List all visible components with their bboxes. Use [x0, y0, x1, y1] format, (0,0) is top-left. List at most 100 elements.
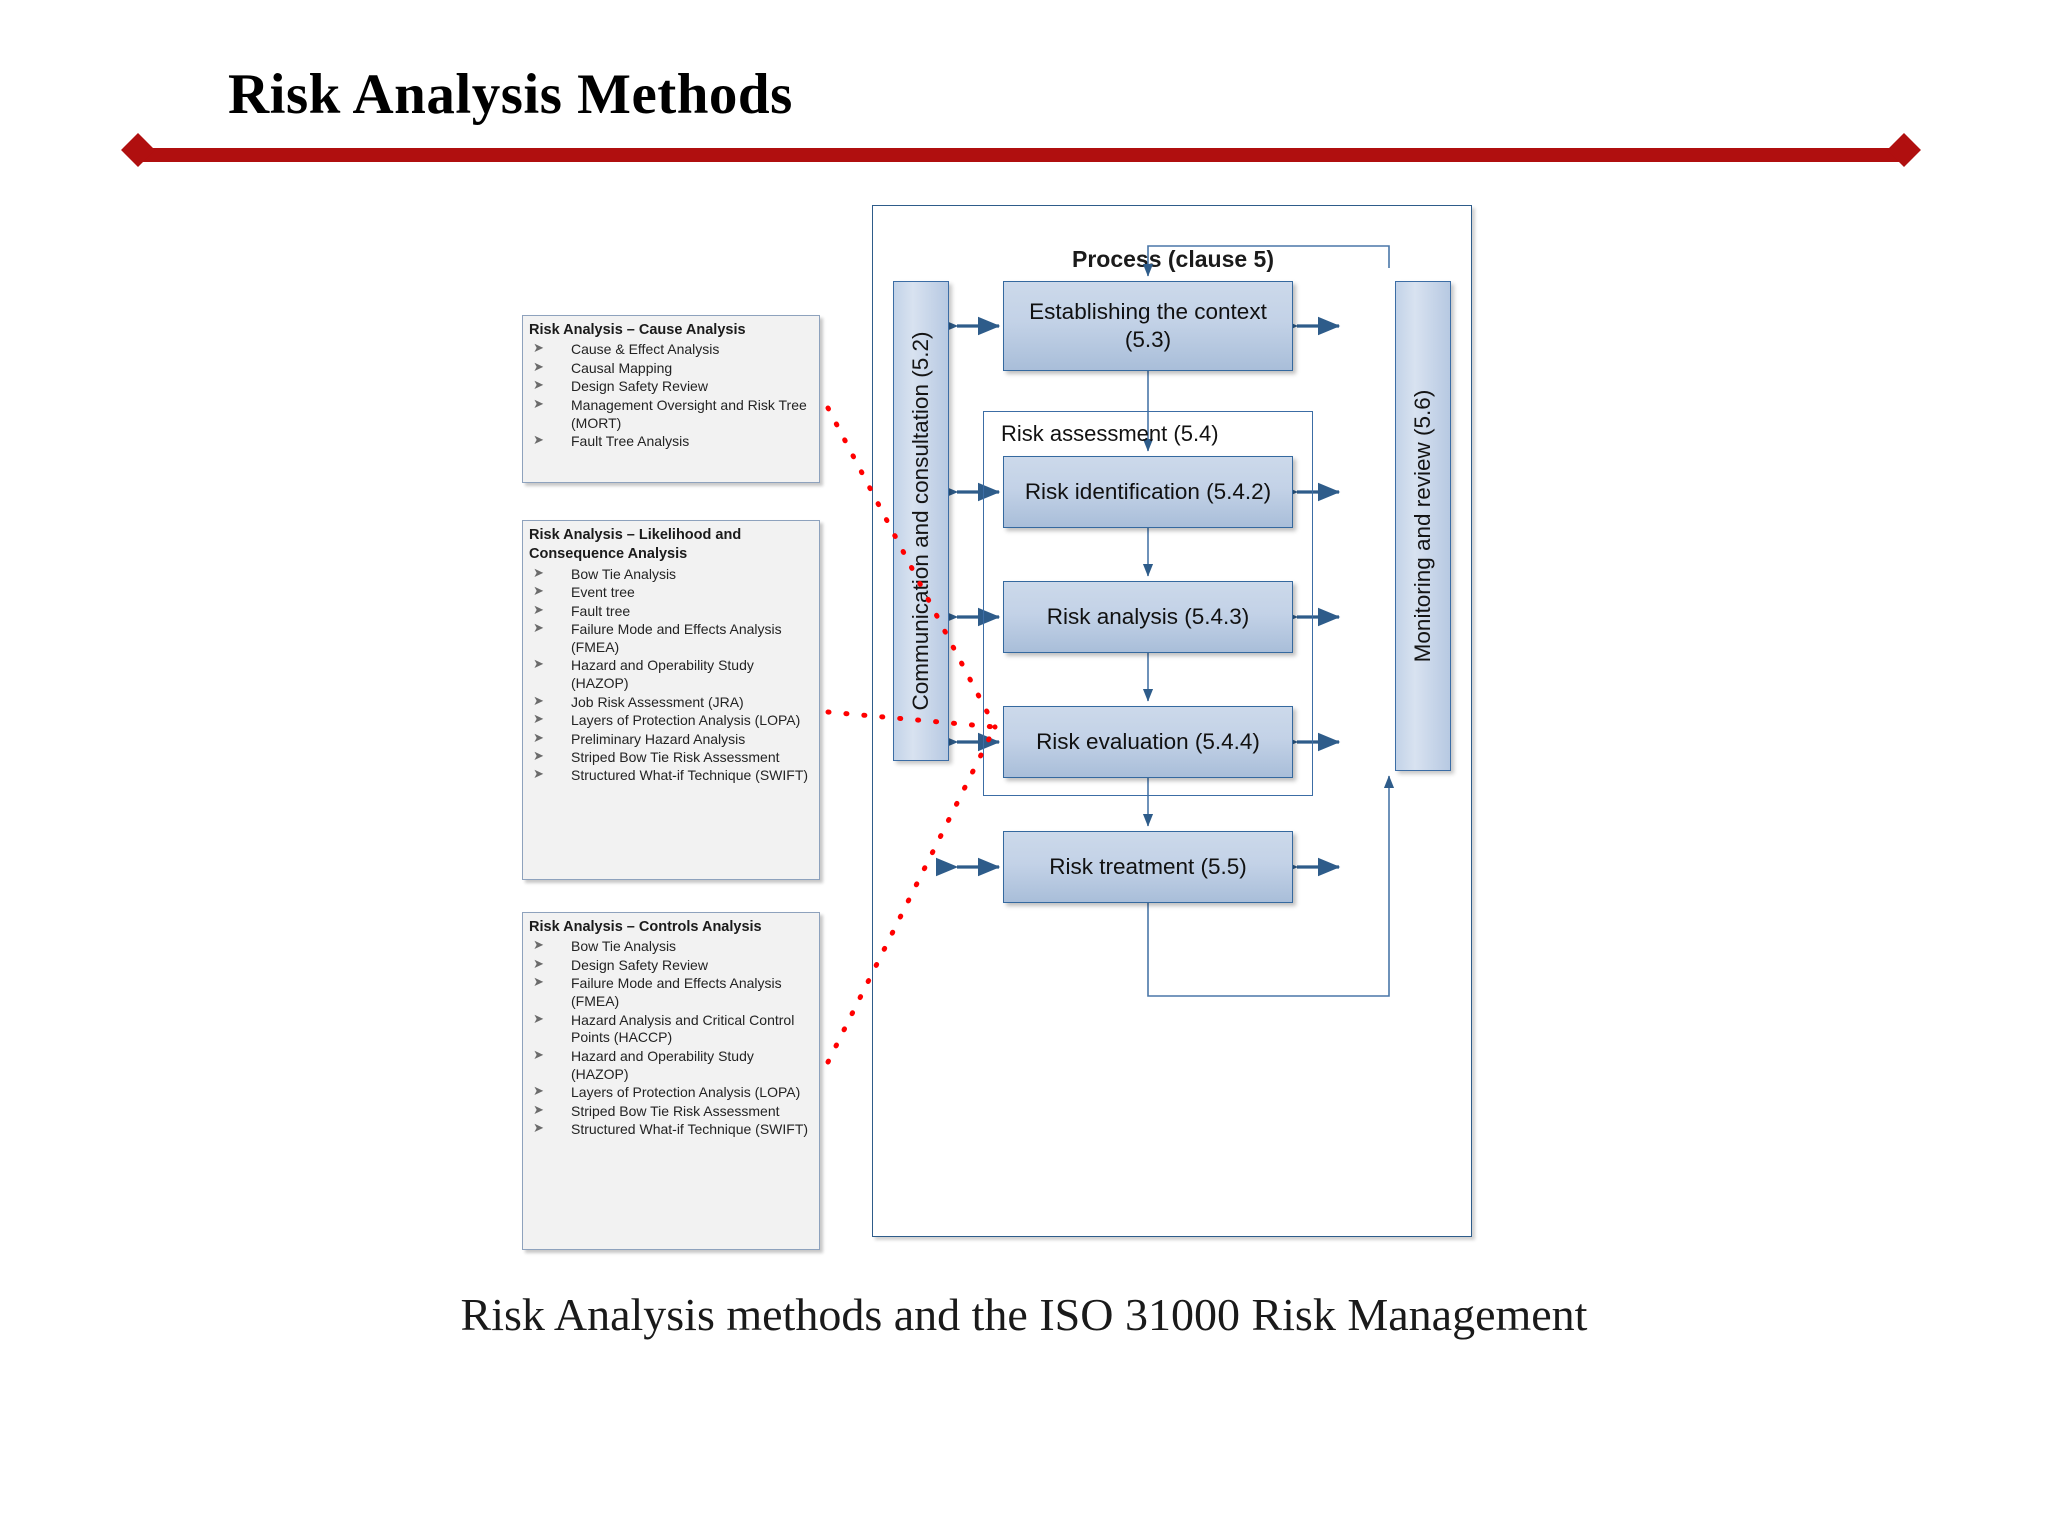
list-item: ➤ Design Safety Review: [529, 377, 811, 396]
list-item: ➤ Hazard and Operability Study (HAZOP): [529, 656, 811, 693]
arrow-bullet-icon: ➤: [533, 937, 544, 953]
step-risk-identification: Risk identification (5.4.2): [1003, 456, 1293, 528]
title-divider-rule: [121, 133, 1921, 167]
list-item: ➤ Layers of Protection Analysis (LOPA): [529, 711, 811, 730]
risk-assessment-group-label: Risk assessment (5.4): [1001, 421, 1219, 446]
callout-list: ➤ Cause & Effect Analysis ➤ Causal Mapping…: [529, 340, 811, 451]
arrow-bullet-icon: ➤: [533, 1046, 544, 1062]
list-item-label: Failure Mode and Effects Analysis (FMEA): [571, 621, 782, 655]
list-item: ➤ Cause & Effect Analysis: [529, 340, 811, 359]
list-item: ➤ Striped Bow Tie Risk Assessment: [529, 747, 811, 767]
figure-caption: Risk Analysis methods and the ISO 31000 …: [460, 1289, 1588, 1340]
monitoring-review-bar: Monitoring and review (5.6): [1395, 281, 1451, 771]
arrow-bullet-icon: ➤: [533, 974, 544, 990]
list-item: ➤ Job Risk Assessment (JRA): [529, 692, 811, 712]
arrow-bullet-icon: ➤: [533, 601, 544, 617]
arrow-bullet-icon: ➤: [533, 766, 544, 782]
page-title: Risk Analysis Methods: [228, 63, 793, 126]
list-item-label: Layers of Protection Analysis (LOPA): [571, 1084, 801, 1101]
step-label: Risk identification (5.4.2): [1024, 478, 1272, 504]
list-item-label: Cause & Effect Analysis: [571, 341, 720, 358]
step-risk-analysis: Risk analysis (5.4.3): [1003, 581, 1293, 653]
list-item-label: Structured What-if Technique (SWIFT): [571, 1120, 809, 1137]
arrow-bullet-icon: ➤: [533, 692, 544, 708]
list-item-label: Design Safety Review: [571, 956, 708, 973]
process-heading: Process (clause 5): [1071, 246, 1274, 272]
list-item-label: Causal Mapping: [571, 359, 673, 376]
step-risk-treatment: Risk treatment (5.5): [1003, 831, 1293, 903]
list-item-label: Design Safety Review: [571, 378, 708, 395]
communication-consultation-bar: Communication and consultation (5.2): [893, 281, 949, 761]
list-item: ➤ Structured What-if Technique (SWIFT): [529, 1119, 811, 1139]
list-item-label: Striped Bow Tie Risk Assessment: [571, 748, 780, 765]
list-item: ➤ Management Oversight and Risk Tree (MOR…: [529, 395, 811, 433]
list-item-label: Fault Tree Analysis: [571, 432, 690, 449]
list-item: ➤ Design Safety Review: [529, 955, 811, 975]
arrow-bullet-icon: ➤: [533, 711, 544, 727]
arrow-bullet-icon: ➤: [533, 1101, 544, 1117]
list-item-label: Preliminary Hazard Analysis: [571, 730, 746, 747]
list-item: ➤ Failure Mode and Effects Analysis (FMEA…: [529, 974, 811, 1011]
diamond-left-icon: [121, 133, 155, 167]
communication-consultation-label: Communication and consultation (5.2): [908, 331, 933, 711]
arrow-bullet-icon: ➤: [533, 656, 544, 672]
arrow-bullet-icon: ➤: [533, 395, 544, 411]
list-item: ➤ Event tree: [529, 583, 811, 602]
list-item-label: Bow Tie Analysis: [571, 565, 677, 582]
arrow-bullet-icon: ➤: [533, 358, 544, 374]
list-item-label: Hazard and Operability Study (HAZOP): [571, 657, 754, 692]
arrow-bullet-icon: ➤: [533, 620, 544, 636]
step-establishing-the-context: Establishing the context (5.3): [1003, 281, 1293, 371]
callout-title: Risk Analysis – Cause Analysis: [529, 322, 746, 338]
arrow-bullet-icon: ➤: [533, 564, 544, 580]
callout-list: ➤Bow Tie Analysis ➤Design Safety Review …: [529, 937, 811, 1139]
arrow-bullet-icon: ➤: [533, 1119, 544, 1135]
callout-cause-analysis: Risk Analysis – Cause Analysis ➤ Cause & …: [522, 315, 820, 483]
arrow-bullet-icon: ➤: [533, 1010, 544, 1026]
list-item: ➤ Preliminary Hazard Analysis: [529, 729, 811, 749]
step-label: Risk evaluation (5.4.4): [1036, 728, 1260, 754]
callout-title: Risk Analysis – Controls Analysis: [529, 919, 762, 935]
callout-controls-analysis: Risk Analysis – Controls Analysis ➤ Bow T…: [522, 912, 820, 1250]
step-label: Risk analysis (5.4.3): [1046, 603, 1250, 629]
list-item: ➤ Fault tree: [529, 601, 811, 621]
list-item: ➤ Failure Mode and Effects Analysis (FMEA…: [529, 620, 811, 657]
callout-likelihood-consequence-analysis: Risk Analysis – Likelihood and Consequen…: [522, 520, 820, 880]
callout-list: ➤ Bow Tie Analysis ➤ Event tree ➤ Fault tre…: [529, 564, 811, 785]
list-item-label: Layers of Protection Analysis (LOPA): [571, 712, 801, 729]
list-item-label: Hazard and Operability Study (HAZOP): [571, 1047, 754, 1082]
list-item-label: Striped Bow Tie Risk Assessment: [571, 1102, 780, 1119]
list-item-label: Hazard Analysis and Critical Control Poi…: [571, 1011, 795, 1046]
list-item: ➤ Fault Tree Analysis: [529, 431, 811, 451]
diamond-right-icon: [1887, 133, 1921, 167]
arrow-bullet-icon: ➤: [533, 340, 544, 356]
list-item-label: Management Oversight and Risk Tree (MORT…: [571, 396, 807, 431]
list-item: ➤ Structured What-if Technique (SWIFT): [529, 766, 811, 785]
list-item: ➤ Layers of Protection Analysis (LOPA): [529, 1083, 811, 1102]
list-item-label: Structured What-if Technique (SWIFT): [571, 767, 809, 784]
monitoring-review-label: Monitoring and review (5.6): [1410, 389, 1435, 663]
step-label: Risk treatment (5.5): [1049, 853, 1247, 879]
process-diagram-container: Process (clause 5): [872, 205, 1472, 1237]
list-item: ➤ Hazard Analysis and Critical Control Po…: [529, 1010, 811, 1048]
list-item: ➤ Causal Mapping: [529, 358, 811, 378]
list-item: ➤ Bow Tie Analysis: [529, 564, 811, 584]
list-item: ➤ Hazard and Operability Study (HAZOP): [529, 1046, 811, 1084]
callout-title: Risk Analysis – Likelihood and Consequen…: [529, 527, 742, 563]
list-item-label: Fault tree: [571, 602, 631, 619]
arrow-bullet-icon: ➤: [533, 1083, 544, 1099]
list-item: ➤ Striped Bow Tie Risk Assessment: [529, 1101, 811, 1121]
list-item-label: Event tree: [571, 584, 635, 601]
arrow-bullet-icon: ➤: [533, 583, 544, 599]
arrow-bullet-icon: ➤: [533, 955, 544, 971]
list-item: ➤ Bow Tie Analysis: [529, 937, 811, 956]
arrow-bullet-icon: ➤: [533, 377, 544, 393]
arrow-bullet-icon: ➤: [533, 747, 544, 763]
arrow-bullet-icon: ➤: [533, 729, 544, 745]
arrow-bullet-icon: ➤: [533, 431, 544, 447]
step-risk-evaluation: Risk evaluation (5.4.4): [1003, 706, 1293, 778]
list-item-label: Job Risk Assessment (JRA): [571, 693, 744, 710]
list-item-label: Bow Tie Analysis: [571, 938, 677, 955]
list-item-label: Failure Mode and Effects Analysis (FMEA): [571, 975, 782, 1010]
